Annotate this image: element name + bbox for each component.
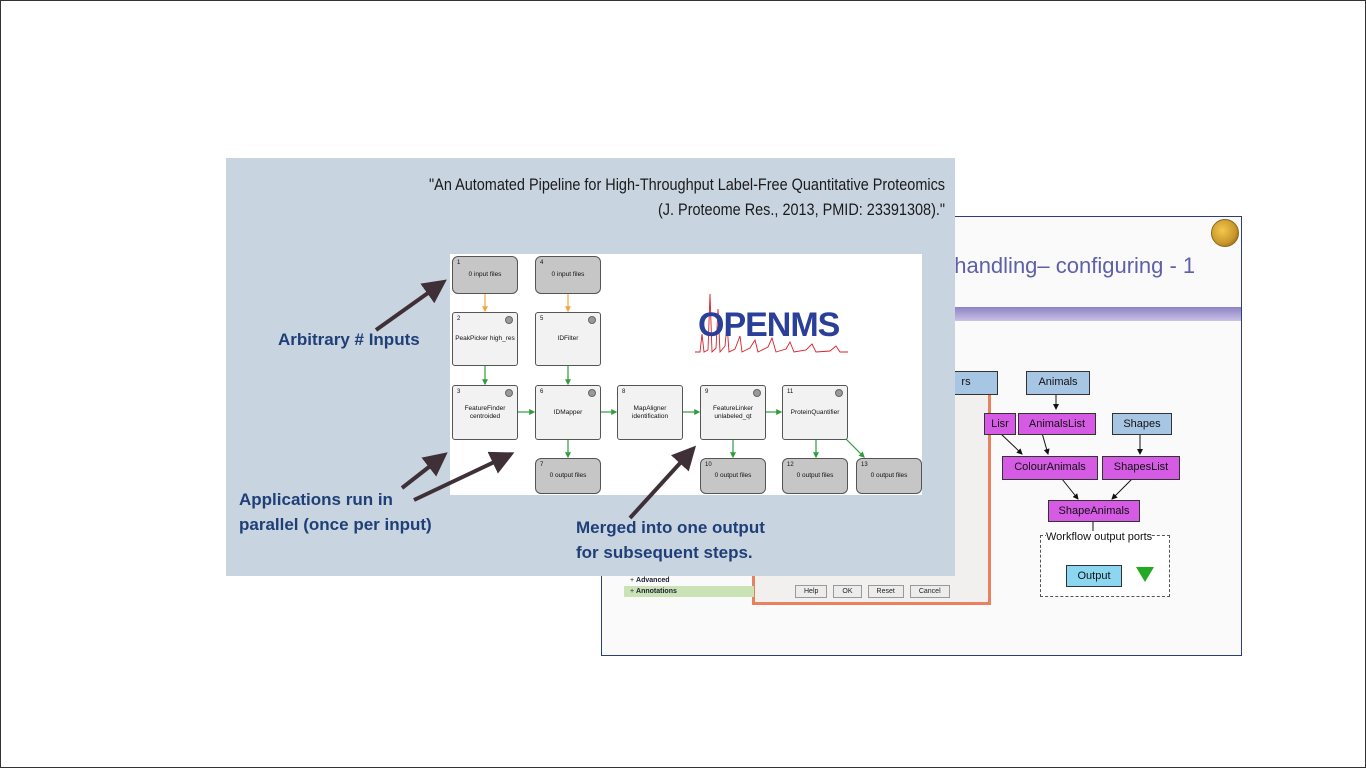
annotation-parallel: Applications run in parallel (once per i… — [239, 487, 432, 537]
edge-shapeslist-to-shape — [1111, 478, 1133, 500]
settings-tree: + Advanced + Annotations — [624, 575, 754, 597]
node-shape-animals[interactable]: ShapeAnimals — [1048, 500, 1140, 522]
university-logo-icon — [1211, 219, 1239, 247]
annotation-merged-line-2: for subsequent steps. — [576, 543, 753, 562]
arrow-parallel-1 — [400, 452, 448, 490]
openms-logo: OPENMS — [698, 306, 840, 344]
background-slide-title: t handling– configuring - 1 — [942, 253, 1196, 278]
pipeline-edges — [482, 293, 865, 459]
annotation-parallel-line-1: Applications run in — [239, 490, 393, 509]
citation-line-2: (J. Proteome Res., 2013, PMID: 23391308)… — [657, 200, 945, 219]
status-dot-icon — [505, 316, 513, 324]
tree-item-annotations[interactable]: + Annotations — [624, 586, 754, 597]
title-underline-bar — [952, 307, 1241, 321]
help-button[interactable]: Help — [795, 585, 828, 598]
workflow-output-ports-label: Workflow output ports — [1046, 531, 1153, 543]
node-output[interactable]: Output — [1066, 565, 1122, 587]
node-lisr[interactable]: Lisr — [984, 413, 1016, 435]
status-dot-icon — [588, 316, 596, 324]
edge-list-to-colour — [1041, 432, 1050, 455]
node-shapes[interactable]: Shapes — [1112, 413, 1172, 435]
openms-spectrum — [695, 293, 848, 354]
citation-line-1: "An Automated Pipeline for High-Throughp… — [429, 175, 945, 194]
status-dot-icon — [505, 389, 513, 397]
cancel-button[interactable]: Cancel — [909, 585, 950, 598]
status-dot-icon — [835, 389, 843, 397]
tree-item-advanced[interactable]: + Advanced — [630, 577, 670, 584]
edge-colour-to-shape — [1061, 478, 1079, 500]
status-dot-icon — [588, 389, 596, 397]
node-animals[interactable]: Animals — [1026, 371, 1090, 395]
annotation-merged-line-1: Merged into one output — [576, 518, 765, 537]
edge-lisr-to-colour — [999, 432, 1023, 455]
output-port-triangle-icon[interactable] — [1136, 567, 1154, 582]
reset-button[interactable]: Reset — [867, 585, 904, 598]
citation: "An Automated Pipeline for High-Throughp… — [429, 172, 945, 222]
node-colour-animals[interactable]: ColourAnimals — [1002, 456, 1098, 480]
node-shapes-list[interactable]: ShapesList — [1102, 456, 1180, 480]
annotation-merged: Merged into one output for subsequent st… — [576, 515, 765, 565]
arrow-inputs — [374, 279, 447, 332]
status-dot-icon — [753, 389, 761, 397]
annotation-arbitrary-inputs: Arbitrary # Inputs — [278, 330, 420, 349]
foreground-slide: "An Automated Pipeline for High-Throughp… — [226, 158, 955, 576]
dialog-button-row: Help OK Reset Cancel — [795, 585, 950, 598]
ok-button[interactable]: OK — [833, 585, 862, 598]
node-animals-list[interactable]: AnimalsList — [1018, 413, 1096, 435]
annotation-parallel-line-2: parallel (once per input) — [239, 515, 432, 534]
